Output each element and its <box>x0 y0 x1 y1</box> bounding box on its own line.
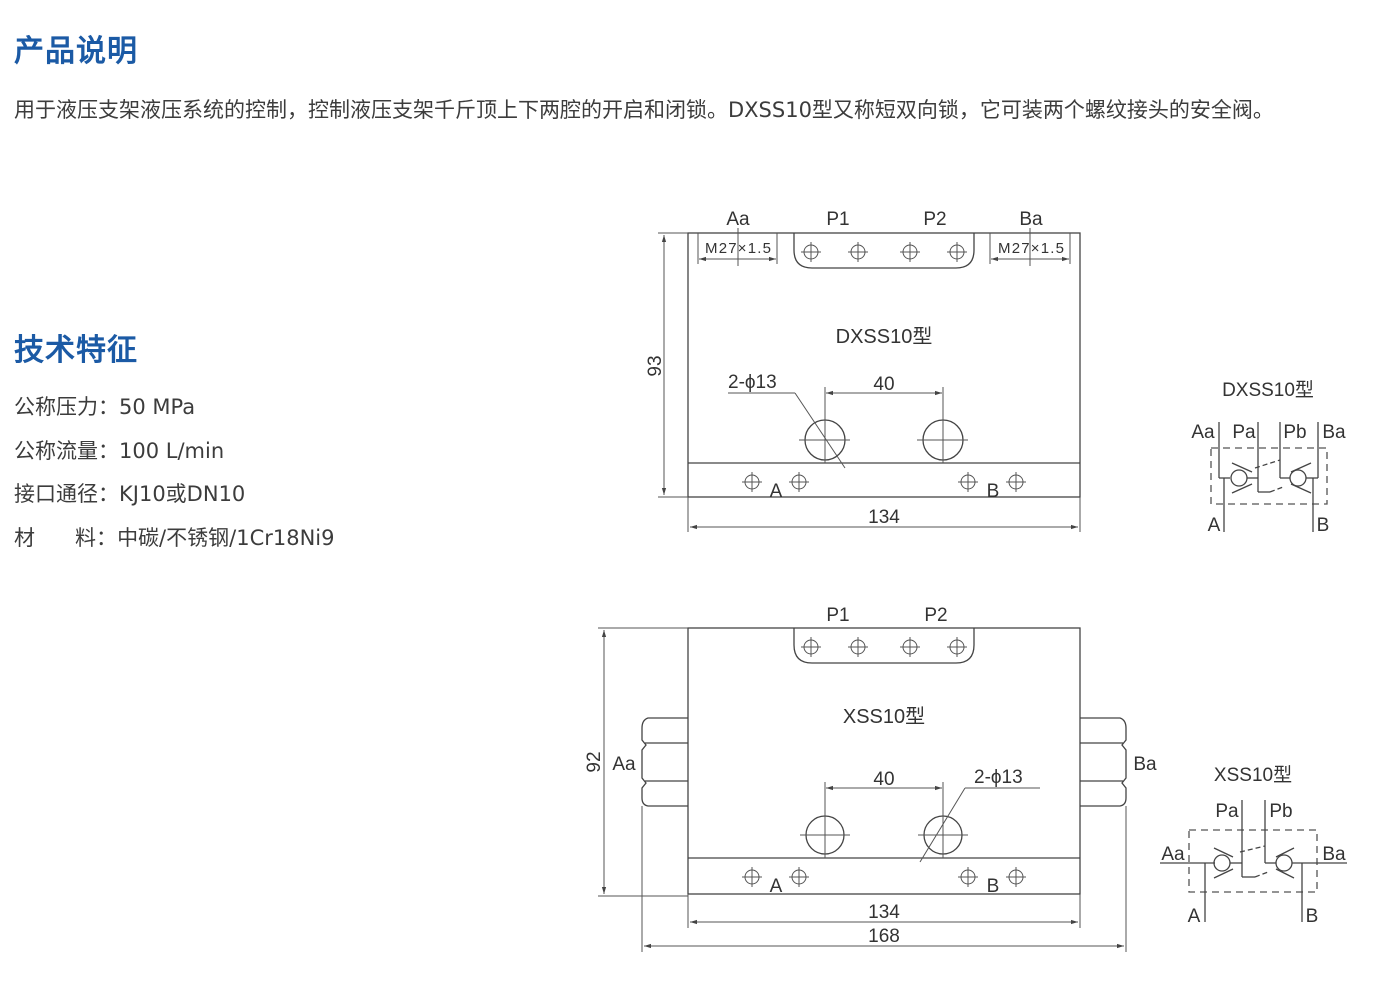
dxss-schematic-aa: Aa <box>1191 422 1215 443</box>
xss-bolt-hole <box>847 636 869 658</box>
xss-nut-left <box>641 717 688 807</box>
dxss-label-aa: Aa <box>726 209 750 230</box>
dxss-label-p1: P1 <box>826 209 849 230</box>
dxss-width-label: 134 <box>868 507 900 528</box>
dxss-schematic-title: DXSS10型 <box>1222 379 1314 401</box>
dxss-schematic-b: B <box>1317 515 1330 536</box>
dxss-schematic-pb: Pb <box>1283 422 1306 443</box>
dxss-mount-holes: 40 2-ϕ13 <box>728 372 968 469</box>
dxss-port-a-hole <box>788 471 810 493</box>
xss-schematic-pa: Pa <box>1215 801 1239 822</box>
spec-value: 50 MPa <box>119 395 196 419</box>
xss-label-aa: Aa <box>612 754 636 775</box>
dxss-height-label: 93 <box>645 355 666 376</box>
xss-schematic: XSS10型 Pa Pb Aa Ba A B <box>1160 764 1347 927</box>
section-title-description: 产品说明 <box>14 34 138 69</box>
xss-schematic-ba: Ba <box>1322 844 1346 865</box>
dxss-schematic-a: A <box>1208 515 1221 536</box>
xss-body-outline <box>687 627 1081 895</box>
xss-port-b-label: B <box>987 876 1000 897</box>
xss-schematic-a: A <box>1188 906 1201 927</box>
dxss-schematic: DXSS10型 Aa Pa Pb Ba A B <box>1191 379 1346 536</box>
description-paragraph: 用于液压支架液压系统的控制，控制液压支架千斤顶上下两腔的开启和闭锁。DXSS10… <box>14 98 1274 122</box>
xss-total-width-label: 168 <box>868 926 900 947</box>
dxss-drawing: Aa P1 P2 Ba M27×1.5 M27×1.5 DXSS10型 <box>645 209 1081 532</box>
xss-schematic-title: XSS10型 <box>1214 764 1292 786</box>
xss-port-b-hole <box>1005 866 1027 888</box>
spec-list: 公称压力：50 MPa 公称流量：100 L/min 接口通径：KJ10或DN1… <box>14 386 335 560</box>
spec-label: 材 料： <box>14 525 118 550</box>
spec-label: 接口通径： <box>14 482 119 506</box>
xss-bolt-hole <box>899 636 921 658</box>
xss-drawing: P1 P2 XSS10型 Aa Ba 40 <box>584 605 1157 952</box>
dxss-model-label: DXSS10型 <box>836 325 933 348</box>
dxss-thread-right-label: M27×1.5 <box>998 240 1064 257</box>
xss-mount-holes: 40 2-ϕ13 <box>800 767 1040 863</box>
dxss-label-ba: Ba <box>1019 209 1043 230</box>
xss-body-width-label: 134 <box>868 902 900 923</box>
xss-port-a-label: A <box>770 876 783 897</box>
dxss-port-b-hole <box>1005 471 1027 493</box>
dxss-port-a-hole <box>741 471 763 493</box>
xss-port-a-hole <box>741 866 763 888</box>
xss-port-b-hole <box>957 866 979 888</box>
dxss-hole-spec: 2-ϕ13 <box>728 372 777 393</box>
spec-item-flow: 公称流量：100 L/min <box>14 430 335 474</box>
spec-item-port: 接口通径：KJ10或DN10 <box>14 473 335 517</box>
dxss-port-b-hole <box>957 471 979 493</box>
xss-bolt-hole <box>946 636 968 658</box>
dxss-bolt-hole <box>847 241 869 263</box>
xss-label-p2: P2 <box>924 605 947 626</box>
xss-nut-right <box>1080 717 1127 807</box>
xss-schematic-pb: Pb <box>1269 801 1292 822</box>
xss-height-label: 92 <box>584 751 605 772</box>
xss-label-ba: Ba <box>1133 754 1157 775</box>
xss-p-slot <box>793 628 975 664</box>
xss-model-label: XSS10型 <box>843 705 925 728</box>
spec-item-pressure: 公称压力：50 MPa <box>14 386 335 430</box>
xss-schematic-aa: Aa <box>1161 844 1185 865</box>
dxss-body-outline <box>687 232 1081 498</box>
dxss-p-slot <box>793 233 975 269</box>
dxss-thread-left-label: M27×1.5 <box>705 240 771 257</box>
spec-value: 中碳/不锈钢/1Cr18Ni9 <box>117 525 335 550</box>
dxss-bolt-hole <box>800 241 822 263</box>
dxss-thread-right: M27×1.5 <box>989 228 1071 266</box>
xss-bolt-hole <box>800 636 822 658</box>
xss-label-p1: P1 <box>826 605 849 626</box>
dxss-bolt-hole <box>899 241 921 263</box>
dxss-port-a-label: A <box>770 481 783 502</box>
xss-hole-spacing: 40 <box>873 769 894 790</box>
spec-label: 公称流量： <box>14 438 119 463</box>
xss-hole-spec: 2-ϕ13 <box>974 767 1023 788</box>
dxss-bolt-hole <box>946 241 968 263</box>
xss-port-a-hole <box>788 866 810 888</box>
section-title-specs: 技术特征 <box>14 333 138 368</box>
dxss-port-b-label: B <box>987 481 1000 502</box>
spec-value: KJ10或DN10 <box>119 482 246 506</box>
spec-label: 公称压力： <box>14 395 119 419</box>
xss-schematic-b: B <box>1306 906 1319 927</box>
spec-item-material: 材 料：中碳/不锈钢/1Cr18Ni9 <box>14 517 335 561</box>
dxss-schematic-ba: Ba <box>1322 422 1346 443</box>
dxss-hole-spacing: 40 <box>873 374 894 395</box>
spec-value: 100 L/min <box>119 438 225 463</box>
dxss-label-p2: P2 <box>923 209 946 230</box>
dxss-thread-left: M27×1.5 <box>697 228 778 266</box>
dxss-schematic-pa: Pa <box>1232 422 1256 443</box>
